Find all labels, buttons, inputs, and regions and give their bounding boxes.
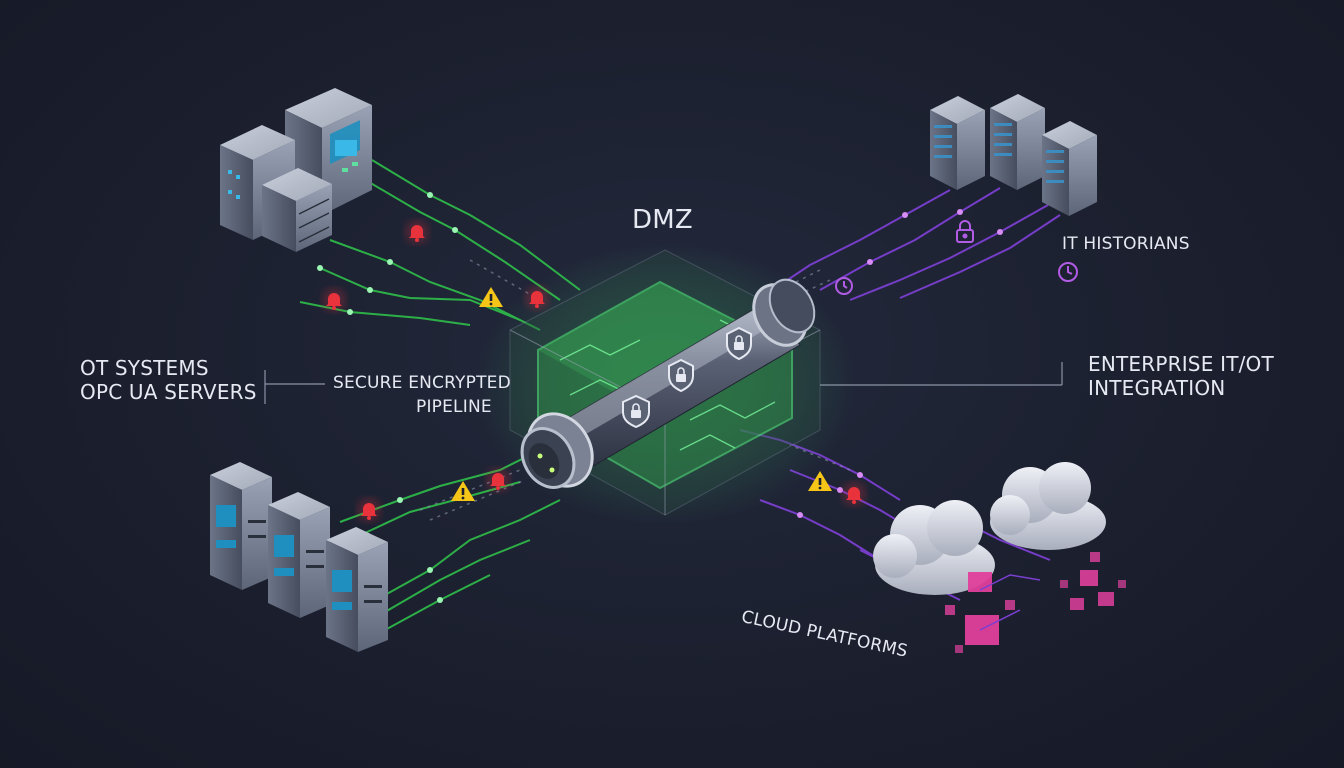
bell-icon xyxy=(525,286,549,310)
opc-ua-servers-label: OPC UA SERVERS xyxy=(80,380,257,404)
cloud-shape xyxy=(990,462,1106,550)
enterprise-label-line2: INTEGRATION xyxy=(1088,376,1226,400)
warning-triangle-icon xyxy=(451,481,475,501)
padlock-icon xyxy=(956,220,974,243)
bell-icon xyxy=(357,498,381,522)
enterprise-label-line1: ENTERPRISE IT/OT xyxy=(1088,352,1274,376)
bell-icon xyxy=(842,482,866,506)
padlock-icon xyxy=(631,335,744,418)
bell-icon xyxy=(322,288,346,312)
cloud-shape xyxy=(873,500,995,595)
it-historians-label: IT HISTORIANS xyxy=(1062,234,1190,254)
warning-triangle-icon xyxy=(808,471,832,491)
dmz-label: DMZ xyxy=(632,205,693,235)
ot-line-nodes xyxy=(317,192,458,603)
clock-icon xyxy=(835,277,853,295)
clock-icon xyxy=(1058,262,1078,282)
data-cubes xyxy=(945,552,1126,653)
pipeline-label-line2: PIPELINE xyxy=(416,397,492,417)
ot-servers-top xyxy=(220,88,372,252)
it-historian-servers xyxy=(930,94,1097,216)
label-leader-lines xyxy=(264,362,1063,404)
secure-pipeline xyxy=(520,278,816,489)
pipe-flange-right xyxy=(752,278,816,347)
bell-icon xyxy=(405,220,429,244)
pipeline-label-line1: SECURE ENCRYPTED xyxy=(333,373,511,393)
cloud-platforms-graphic xyxy=(873,462,1126,653)
warning-triangle-icon xyxy=(479,287,503,307)
pipe-flange-left xyxy=(520,412,594,489)
bell-icon xyxy=(486,468,510,492)
ot-servers-bottom xyxy=(210,462,388,652)
ot-systems-label: OT SYSTEMS xyxy=(80,356,209,380)
